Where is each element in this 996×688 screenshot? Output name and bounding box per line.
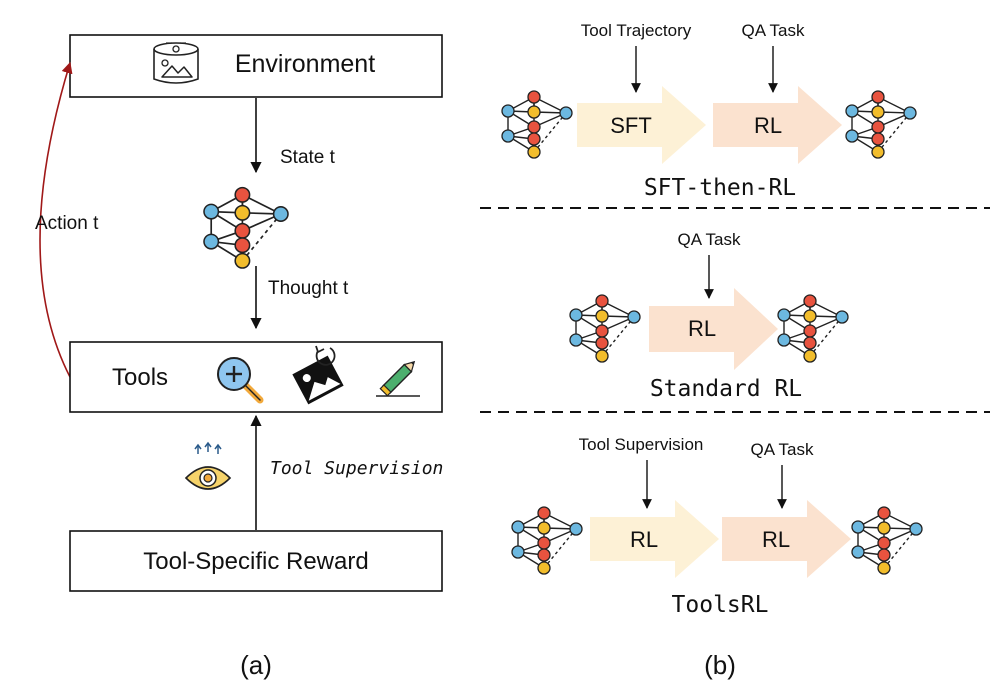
sft-rl-stage-arrow (713, 86, 842, 164)
toolsrl-stage-2-arrow (722, 500, 851, 578)
standard-rl-title: Standard RL (650, 376, 802, 402)
toolsrl-start-network-icon (511, 506, 583, 575)
magnifier-plus-icon (217, 357, 264, 404)
section-toolsrl: Tool Supervision QA Task RL RL ToolsRL (511, 435, 923, 618)
environment-label: Environment (235, 50, 375, 78)
sft-input-1-label: Tool Trajectory (581, 21, 692, 40)
sft-then-rl-title: SFT-then-RL (644, 175, 796, 201)
toolsrl-title: ToolsRL (672, 592, 769, 618)
sft-start-network-icon (501, 90, 573, 159)
toolsrl-stage-1-label: RL (630, 527, 658, 552)
toolsrl-stage-2-label: RL (762, 527, 790, 552)
toolsrl-stage-1-arrow (590, 500, 719, 578)
sft-input-2-label: QA Task (742, 21, 805, 40)
sft-end-network-icon (845, 90, 917, 159)
standard-input-1-label: QA Task (678, 230, 741, 249)
tools-label: Tools (112, 364, 168, 391)
policy-network-icon (203, 186, 289, 269)
standard-start-network-icon (569, 294, 641, 363)
sft-stage-1-label: SFT (610, 113, 652, 138)
toolsrl-input-2-label: QA Task (751, 440, 814, 459)
section-sft-then-rl: Tool Trajectory QA Task SFT RL SFT-then-… (501, 21, 917, 201)
supervision-label: Tool Supervision (270, 458, 443, 479)
reward-box: Tool-Specific Reward (69, 530, 443, 592)
standard-end-network-icon (777, 294, 849, 363)
rotate-arrow-icon (315, 347, 336, 366)
pencil-icon (376, 360, 420, 397)
thought-label: Thought t (268, 278, 349, 299)
sft-stage-arrow (577, 86, 706, 164)
sft-stage-2-label: RL (754, 113, 782, 138)
caption-b: (b) (704, 650, 736, 680)
environment-box: Environment (69, 34, 443, 98)
environment-icon (153, 42, 199, 84)
tools-box: Tools (69, 341, 443, 413)
state-label: State t (280, 147, 336, 168)
action-arrow (39, 61, 73, 378)
panel-b: Tool Trajectory QA Task SFT RL SFT-then-… (480, 21, 990, 680)
toolsrl-input-1-label: Tool Supervision (579, 435, 704, 454)
reward-label: Tool-Specific Reward (143, 548, 368, 575)
panel-a: Environment State t Thought t Action t T… (35, 34, 443, 680)
eye-icon (184, 441, 232, 490)
rotate-image-icon (292, 355, 344, 405)
section-standard-rl: QA Task RL Standard RL (569, 230, 849, 402)
action-label: Action t (35, 213, 99, 234)
toolsrl-end-network-icon (851, 506, 923, 575)
standard-stage-1-label: RL (688, 316, 716, 341)
standard-rl-stage-arrow (649, 288, 778, 370)
caption-a: (a) (240, 650, 272, 680)
